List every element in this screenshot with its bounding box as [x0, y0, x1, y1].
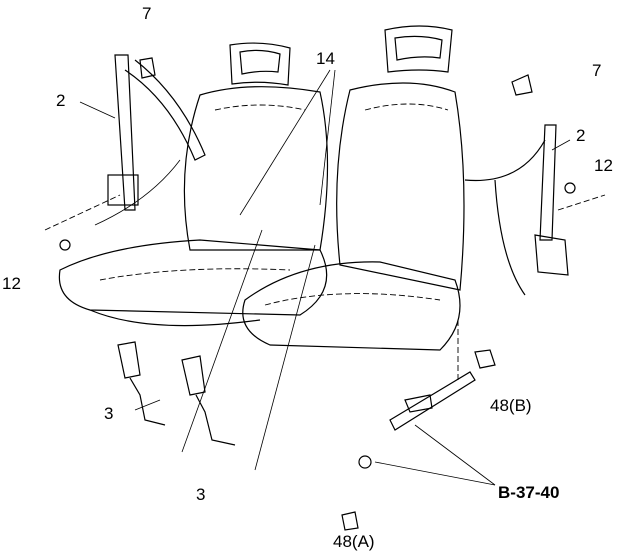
right-seat [242, 25, 465, 351]
left-seat-belt [44, 54, 206, 251]
label-part-14: 14 [316, 49, 335, 68]
label-part-48b: 48(B) [490, 396, 532, 415]
right-seat-belt [464, 74, 606, 296]
label-part-48a: 48(A) [333, 532, 375, 551]
left-seat [58, 42, 329, 327]
label-ref-b-37-40: B-37-40 [498, 483, 560, 502]
label-part-12-left: 12 [2, 274, 21, 293]
label-part-7-left: 7 [142, 4, 152, 23]
label-part-7-right: 7 [592, 61, 602, 80]
label-part-2-right: 2 [576, 126, 586, 145]
seat-rail [341, 320, 496, 531]
label-part-2-left: 2 [56, 91, 66, 110]
buckles [117, 69, 336, 471]
label-part-3-bottom: 3 [196, 485, 206, 504]
label-part-12-right: 12 [594, 156, 613, 175]
label-part-3-left: 3 [104, 404, 114, 423]
